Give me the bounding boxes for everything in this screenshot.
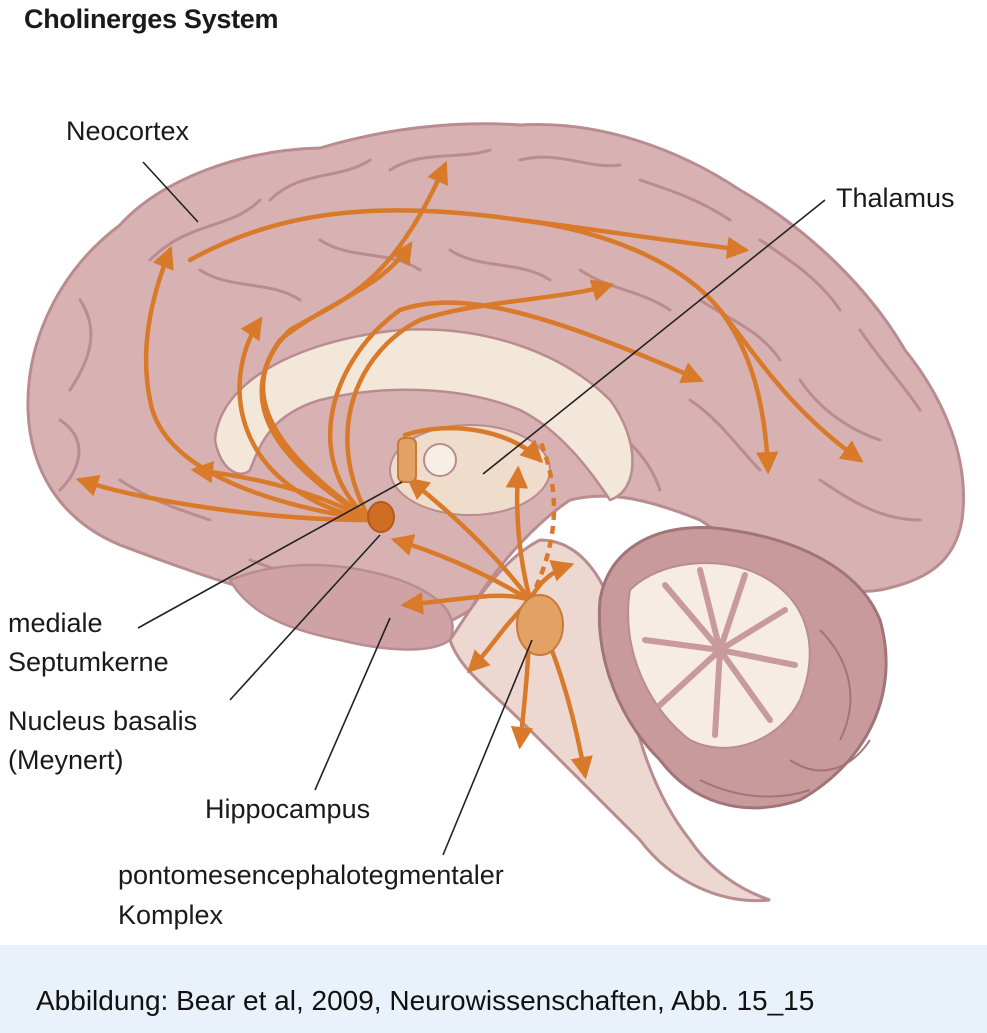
- figure-title: Cholinerges System: [24, 4, 278, 35]
- medial-septum-nucleus: [398, 438, 416, 482]
- figure-caption: Abbildung: Bear et al, 2009, Neurowissen…: [36, 985, 814, 1017]
- label-ppt-line2: Komplex: [118, 895, 223, 935]
- label-thalamus: Thalamus: [836, 178, 955, 218]
- label-septum-line2: Septumkerne: [8, 642, 169, 682]
- nucleus-basalis: [368, 502, 394, 532]
- label-basalis-line2: (Meynert): [8, 740, 124, 780]
- label-neocortex: Neocortex: [66, 111, 189, 151]
- label-septum-line1: mediale: [8, 603, 103, 643]
- label-basalis-line1: Nucleus basalis: [8, 701, 197, 741]
- label-ppt-line1: pontomesencephalotegmentaler: [118, 855, 504, 895]
- ppt-complex-nucleus: [517, 595, 563, 655]
- label-hippocampus: Hippocampus: [205, 789, 370, 829]
- third-ventricle: [424, 444, 456, 476]
